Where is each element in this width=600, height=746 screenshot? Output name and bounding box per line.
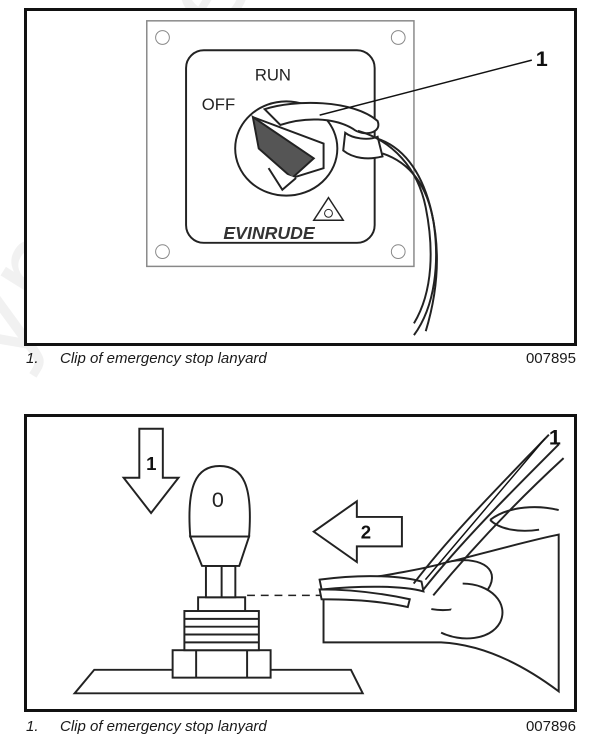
switch-body bbox=[171, 564, 272, 679]
warning-triangle-icon bbox=[312, 196, 345, 221]
caption-number: 1. bbox=[26, 718, 39, 735]
callout-line bbox=[319, 59, 533, 116]
left-arrow-number: 2 bbox=[361, 522, 371, 543]
caption-number: 1. bbox=[26, 350, 39, 367]
down-arrow-number: 1 bbox=[146, 453, 156, 474]
figure-emergency-stop-switch: RUN OFF EVINRUDE 1 bbox=[24, 8, 577, 346]
base-plate bbox=[72, 668, 365, 695]
hand bbox=[322, 506, 560, 694]
figure-clip-removal: 1 2 0 bbox=[24, 414, 577, 712]
warning-symbol-icon bbox=[324, 208, 333, 218]
callout-line bbox=[424, 438, 546, 581]
switch-illustration: RUN OFF EVINRUDE 1 bbox=[146, 20, 548, 336]
screw-hole bbox=[390, 30, 406, 45]
off-label: OFF bbox=[202, 95, 235, 114]
figure-id: 007895 bbox=[525, 350, 576, 367]
lanyard-cord bbox=[357, 129, 438, 336]
ignition-knob bbox=[234, 100, 339, 197]
stop-key-cap bbox=[188, 465, 251, 567]
callout-number: 1 bbox=[536, 46, 548, 71]
left-arrow-icon bbox=[312, 499, 403, 564]
clip bbox=[318, 575, 425, 609]
evinrude-logo: EVINRUDE bbox=[223, 223, 316, 243]
lanyard-clip bbox=[262, 101, 384, 160]
clip-removal-illustration: 1 2 0 bbox=[72, 424, 565, 695]
screw-hole bbox=[155, 30, 170, 45]
key-cap-letter: 0 bbox=[212, 487, 224, 512]
screw-hole bbox=[390, 244, 406, 260]
callout-number: 1 bbox=[549, 424, 561, 449]
down-arrow-icon bbox=[121, 427, 181, 515]
lanyard-cord bbox=[412, 433, 565, 596]
caption-text: Clip of emergency stop lanyard bbox=[60, 350, 267, 367]
screw-hole bbox=[155, 244, 170, 260]
caption-text: Clip of emergency stop lanyard bbox=[60, 718, 267, 735]
figure-id: 007896 bbox=[525, 718, 576, 735]
run-label: RUN bbox=[255, 66, 291, 85]
